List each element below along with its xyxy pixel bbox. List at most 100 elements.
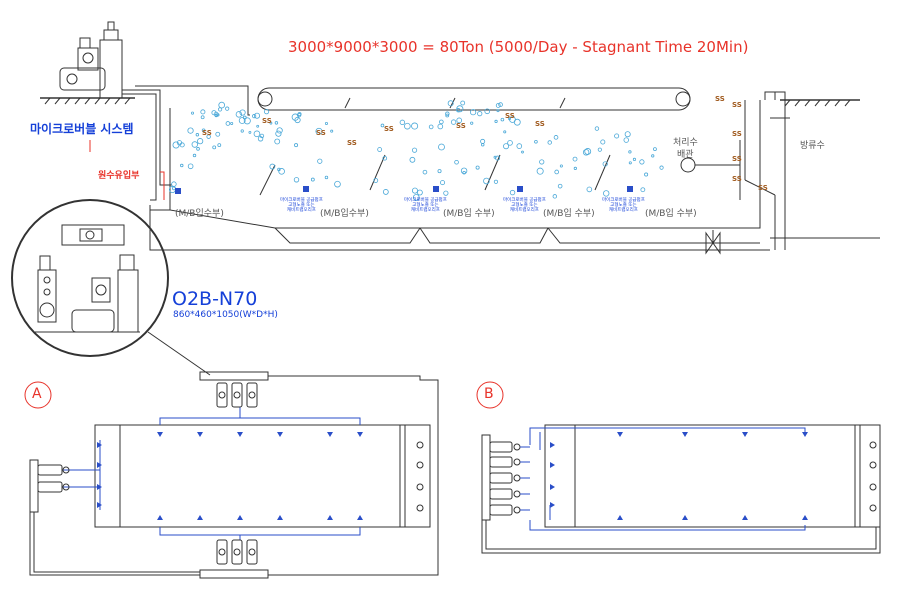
pump: [246, 539, 258, 565]
bubble: [412, 194, 420, 201]
bubble: [263, 109, 270, 115]
pump-port: [513, 490, 521, 498]
bubble: [411, 122, 419, 130]
nozzle: [742, 515, 748, 520]
bubble: [225, 121, 231, 126]
bubble: [253, 130, 261, 138]
pipe: [529, 427, 806, 445]
bubble: [494, 119, 498, 123]
ss-label: SS: [715, 95, 725, 103]
plan-a-letter: A: [32, 386, 42, 402]
diagram-title: 3000*9000*3000 = 80Ton (5000/Day - Stagn…: [288, 38, 749, 56]
bubble: [440, 180, 446, 186]
bubble: [218, 101, 226, 109]
bubble: [462, 171, 466, 175]
nozzle: [97, 442, 102, 448]
bubble: [192, 153, 197, 158]
bubble: [240, 129, 244, 133]
nozzle: [277, 432, 283, 437]
mb-inlet-label-5: (M/B입 수부): [645, 209, 697, 219]
valve: [705, 231, 721, 255]
plan-a-pipes: [37, 382, 363, 565]
diffuser: [175, 188, 181, 194]
ss-label: SS: [732, 130, 742, 138]
ss-label: SS: [758, 184, 768, 192]
bubble: [582, 149, 590, 156]
bubble: [477, 111, 483, 117]
bubble: [481, 143, 485, 147]
bubble: [470, 121, 474, 125]
bubble: [597, 147, 602, 152]
bubble: [191, 111, 195, 115]
bubble: [293, 177, 300, 183]
bubble: [534, 140, 538, 144]
pump: [489, 456, 513, 468]
bubble: [594, 126, 600, 131]
pump-port: [62, 466, 70, 474]
bubble: [257, 136, 264, 142]
bubble: [586, 186, 593, 193]
bubble: [456, 108, 461, 113]
bubble: [640, 187, 646, 193]
bubble: [235, 111, 243, 118]
bubble: [310, 177, 315, 182]
bubble: [509, 189, 516, 196]
mb-inlet-label-3: (M/B입 수부): [443, 209, 495, 219]
bubble: [296, 112, 302, 118]
pump: [216, 382, 228, 408]
bubble: [554, 169, 559, 175]
bubble: [330, 129, 334, 133]
bubble: [445, 113, 450, 118]
nozzle: [277, 515, 283, 520]
bubble: [493, 155, 497, 159]
bubble: [215, 131, 221, 137]
plan-b: [476, 381, 881, 554]
bubble: [294, 116, 301, 124]
bubble: [552, 194, 558, 199]
bubble: [496, 109, 500, 113]
mb-inlet-label-4: (M/B입 수부): [543, 209, 595, 219]
treated-water-pipe: [680, 157, 696, 173]
bubble: [187, 127, 194, 134]
system-pump: [59, 67, 106, 91]
nozzle: [550, 462, 555, 468]
nozzle: [157, 432, 163, 437]
bubble: [409, 156, 416, 163]
nozzle: [357, 515, 363, 520]
bubble: [176, 140, 183, 146]
bubble: [644, 172, 649, 177]
bubble: [256, 124, 260, 128]
nozzle: [157, 515, 163, 520]
pump-port: [248, 548, 256, 556]
diffuser: [303, 186, 309, 192]
pipe: [529, 520, 806, 531]
bubble: [276, 127, 283, 134]
nozzle: [550, 484, 555, 490]
bubble: [373, 178, 379, 183]
pump: [489, 504, 513, 516]
pipe: [159, 527, 361, 536]
bubble: [493, 179, 499, 184]
bubble: [438, 143, 445, 151]
bubble: [217, 143, 222, 148]
bubble: [324, 121, 328, 125]
bubble: [274, 138, 281, 145]
pump-port: [218, 548, 226, 556]
bubble: [216, 113, 220, 117]
plan-b-marker: [476, 381, 504, 409]
bubble: [225, 106, 230, 111]
raw-water-label: 원수유입부: [98, 171, 140, 181]
bubble: [559, 164, 563, 168]
nozzle: [742, 432, 748, 437]
nozzle: [97, 502, 102, 508]
plan-a: [24, 371, 439, 579]
bubble: [195, 133, 200, 137]
ss-label: SS: [505, 112, 515, 120]
bubble: [439, 119, 444, 125]
pump: [37, 481, 63, 493]
microbubble-system-unit: [40, 21, 250, 201]
pipe: [159, 417, 361, 425]
